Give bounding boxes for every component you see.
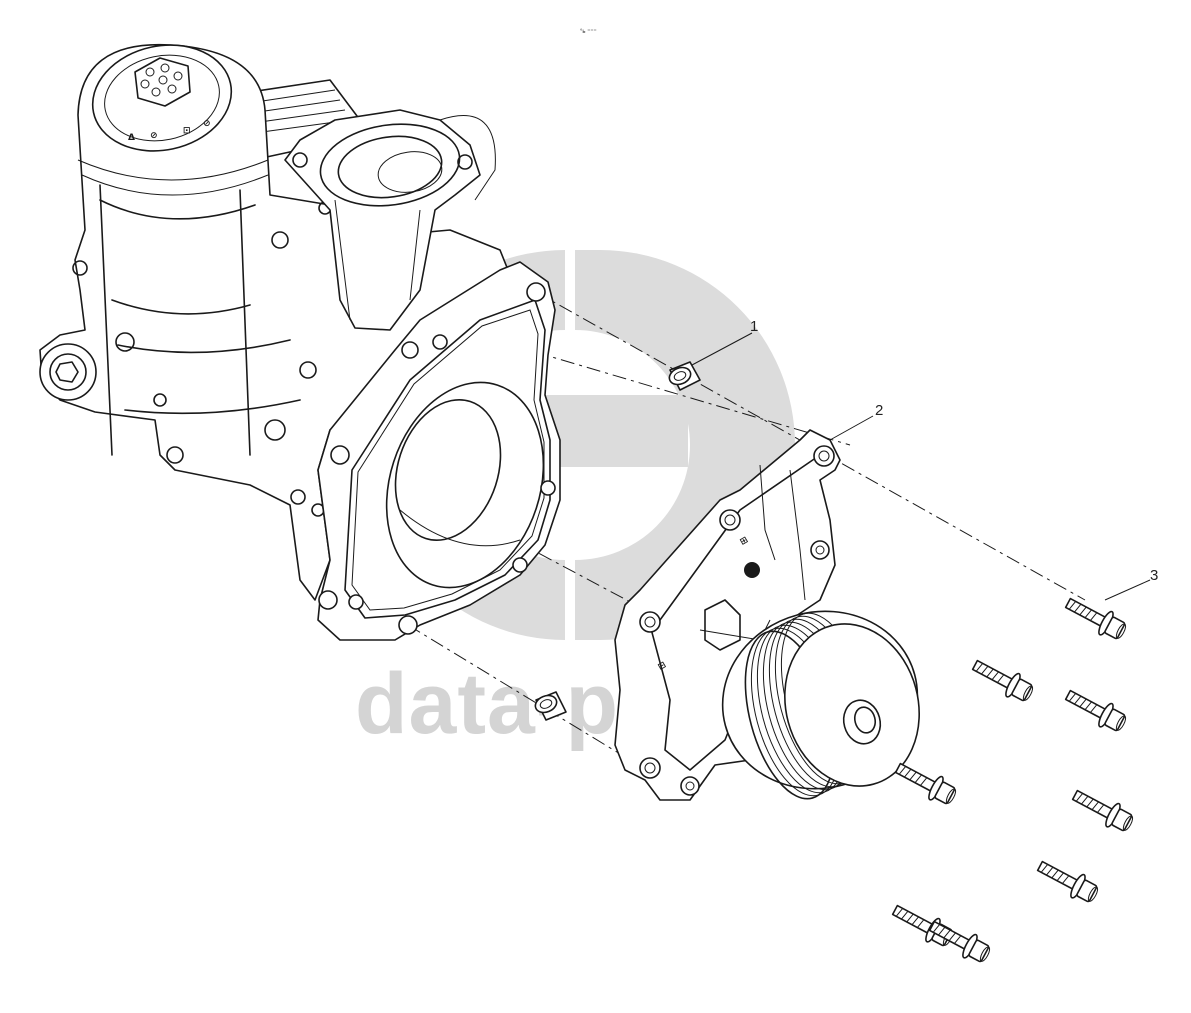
pump-body-mark-1: ⊞: [739, 535, 751, 547]
bolt-6: [1036, 860, 1099, 903]
dowel-sleeve-upper: [668, 361, 701, 391]
bolt-7: [891, 904, 954, 947]
callout-2: 2: [829, 402, 883, 441]
pump-housing-flange: [317, 261, 561, 641]
bolt-2: [971, 659, 1034, 702]
bolt-8: [928, 920, 991, 963]
callout-1: 1: [691, 318, 758, 366]
header-mark: °ь ⁼⁼⁼: [580, 29, 597, 35]
bolt-5: [1071, 789, 1134, 832]
callout-1-number: 1: [750, 318, 758, 335]
callout-3: 3: [1104, 567, 1158, 601]
filter-cap-mark-1: Δ: [128, 133, 135, 143]
bolt-4: [894, 762, 957, 805]
engine-housing: Δ ⊘ ⊡ ⊘: [39, 43, 521, 601]
callout-2-number: 2: [875, 402, 883, 419]
pump-body-mark-2: ⊟: [657, 660, 669, 672]
callout-3-number: 3: [1150, 567, 1158, 584]
bolt-1: [1064, 597, 1127, 640]
filter-cap-mark-2: ⊘: [150, 131, 158, 141]
bolt-3: [1064, 689, 1127, 732]
dowel-sleeve-lower: [534, 691, 567, 721]
filter-cap-mark-3: ⊡: [183, 126, 191, 136]
filter-cap-mark-4: ⊘: [203, 119, 211, 129]
water-pump: ⊞ ⊟: [614, 429, 920, 801]
